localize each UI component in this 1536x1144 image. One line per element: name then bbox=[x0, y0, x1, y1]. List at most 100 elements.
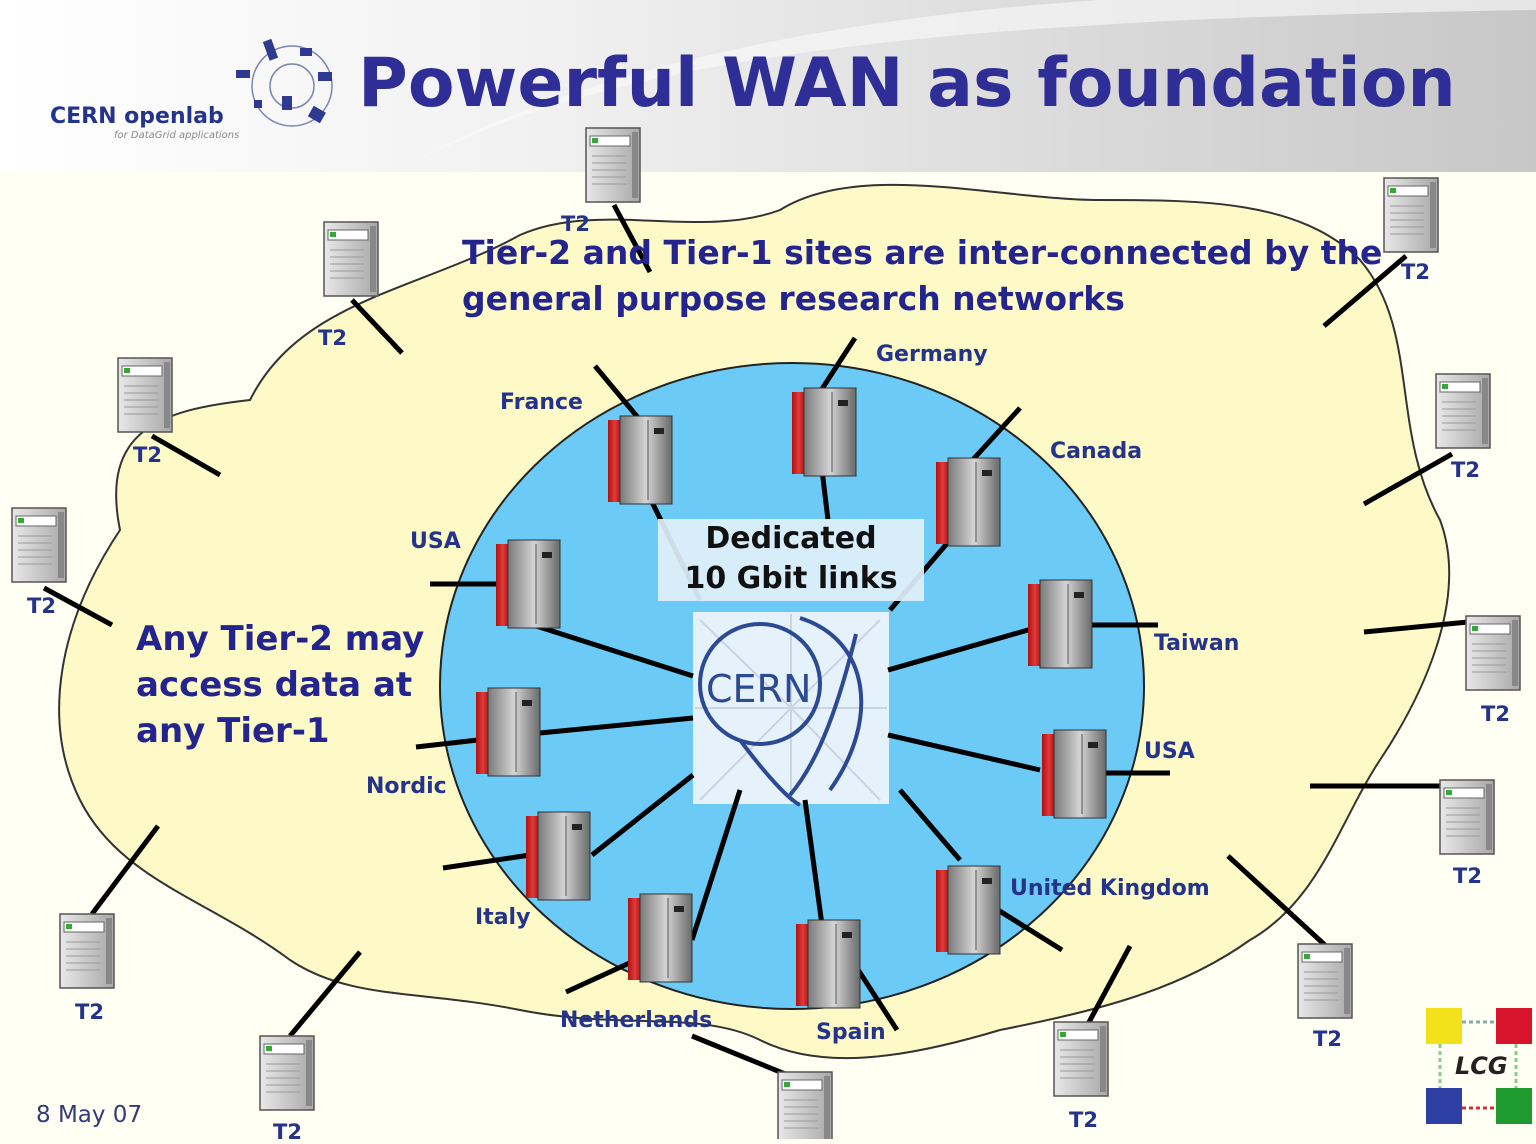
header-swoosh bbox=[400, 0, 1536, 170]
site-label-nordic: Nordic bbox=[366, 774, 447, 799]
lcg-logo-text: LCG bbox=[1455, 1052, 1508, 1080]
link-line bbox=[1085, 944, 1133, 1026]
link-line bbox=[1226, 854, 1328, 948]
t2-label: T2 bbox=[1481, 702, 1510, 726]
link-line bbox=[590, 773, 695, 857]
page-title: Powerful WAN as foundation bbox=[358, 44, 1456, 123]
link-line bbox=[887, 732, 1041, 773]
link-lines bbox=[42, 203, 1469, 1079]
brand-name: CERN openlab bbox=[50, 104, 224, 129]
tier1-server-icon bbox=[1028, 579, 1093, 669]
link-line bbox=[1363, 619, 1469, 635]
site-label-usa-east: USA bbox=[1144, 739, 1195, 764]
tier2-server-icon bbox=[777, 1071, 833, 1139]
tier2-server-icon bbox=[1053, 1021, 1109, 1097]
link-line bbox=[90, 824, 160, 916]
link-line bbox=[802, 799, 825, 926]
dedicated-line-2: 10 Gbit links bbox=[684, 561, 898, 596]
link-line bbox=[564, 957, 638, 995]
site-label-canada: Canada bbox=[1050, 439, 1143, 464]
link-line bbox=[593, 364, 642, 422]
tier-networks-line-1: Tier-2 and Tier-1 sites are inter-connec… bbox=[462, 233, 1383, 272]
tier1-servers bbox=[476, 387, 1107, 1009]
link-line bbox=[442, 852, 531, 871]
link-line bbox=[350, 298, 404, 355]
tier1-server-icon bbox=[1042, 729, 1107, 819]
site-label-spain: Spain bbox=[816, 1020, 886, 1045]
link-line bbox=[691, 1033, 791, 1079]
tier2-server-icon bbox=[1439, 779, 1495, 855]
tier-networks-note: Tier-2 and Tier-1 sites are inter-connec… bbox=[462, 230, 1382, 322]
header-band bbox=[0, 0, 1536, 172]
any-tier2-line-1: Any Tier-2 may bbox=[136, 619, 425, 659]
tier1-server-icon bbox=[628, 893, 693, 983]
tier1-server-icon bbox=[526, 811, 591, 901]
tier2-server-icon bbox=[259, 1035, 315, 1111]
t2-label: T2 bbox=[1453, 864, 1482, 888]
site-label-netherlands: Netherlands bbox=[560, 1008, 713, 1033]
site-label-italy: Italy bbox=[475, 905, 531, 930]
slide-date: 8 May 07 bbox=[36, 1102, 143, 1128]
t2-label: T2 bbox=[75, 1000, 104, 1024]
link-line bbox=[898, 788, 962, 862]
link-line bbox=[988, 902, 1064, 953]
tier2-server-icon bbox=[1435, 373, 1491, 449]
dedicated-line-1: Dedicated bbox=[705, 521, 877, 556]
t2-label: T2 bbox=[1313, 1027, 1342, 1051]
tier1-server-icon bbox=[792, 387, 857, 477]
t2-label: T2 bbox=[1069, 1108, 1098, 1132]
link-line bbox=[529, 621, 694, 679]
dedicated-links-label: Dedicated 10 Gbit links bbox=[658, 519, 924, 601]
link-line bbox=[42, 585, 114, 628]
t2-label: T2 bbox=[273, 1120, 302, 1144]
t2-label: T2 bbox=[1451, 458, 1480, 482]
brand-tagline: for DataGrid applications bbox=[114, 130, 240, 141]
tier1-server-icon bbox=[608, 415, 673, 505]
tier2-server-icon bbox=[59, 913, 115, 989]
tier2-server-icon bbox=[117, 357, 173, 433]
site-label-united-kingdom: United Kingdom bbox=[1010, 876, 1210, 901]
tier1-server-icon bbox=[476, 687, 541, 777]
link-line bbox=[819, 469, 831, 521]
any-tier2-line-3: any Tier-1 bbox=[136, 711, 330, 751]
site-label-france: France bbox=[500, 390, 583, 415]
link-line bbox=[539, 715, 694, 736]
link-line bbox=[887, 625, 1036, 673]
cern-logo-icon bbox=[698, 616, 864, 807]
link-line bbox=[1322, 254, 1408, 328]
tier2-server-icon bbox=[1465, 615, 1521, 691]
tier2-server-icon bbox=[1383, 177, 1439, 253]
tier2-server-icon bbox=[323, 221, 379, 297]
tier2-server-icon bbox=[1297, 943, 1353, 1019]
tier-networks-line-2: general purpose research networks bbox=[462, 279, 1125, 318]
t2-label: T2 bbox=[561, 212, 590, 236]
t2-label: T2 bbox=[133, 443, 162, 467]
tier2-servers bbox=[11, 127, 1521, 1139]
link-line bbox=[689, 789, 743, 941]
link-line bbox=[966, 406, 1022, 467]
tier1-server-icon bbox=[796, 919, 861, 1009]
tier1-server-icon bbox=[936, 865, 1001, 955]
openlab-logo-icon bbox=[236, 38, 333, 127]
tier1-server-icon bbox=[496, 539, 561, 629]
site-label-germany: Germany bbox=[876, 342, 988, 367]
tier1-server-icon bbox=[936, 457, 1001, 547]
link-line bbox=[150, 433, 222, 478]
site-label-usa-west: USA bbox=[410, 529, 461, 554]
site-label-taiwan: Taiwan bbox=[1154, 631, 1240, 656]
link-line bbox=[288, 950, 362, 1038]
t2-label: T2 bbox=[27, 594, 56, 618]
tier2-server-icon bbox=[585, 127, 641, 203]
lcg-logo-icon bbox=[1426, 1008, 1532, 1124]
t2-label: T2 bbox=[318, 326, 347, 350]
tier2-server-icon bbox=[11, 507, 67, 583]
cern-label: CERN bbox=[706, 667, 812, 711]
link-line bbox=[852, 963, 900, 1032]
link-line bbox=[1362, 451, 1454, 507]
link-line bbox=[415, 737, 479, 750]
any-tier2-note: Any Tier-2 may access data at any Tier-1 bbox=[136, 616, 424, 754]
any-tier2-line-2: access data at bbox=[136, 665, 413, 705]
link-line bbox=[611, 203, 653, 274]
